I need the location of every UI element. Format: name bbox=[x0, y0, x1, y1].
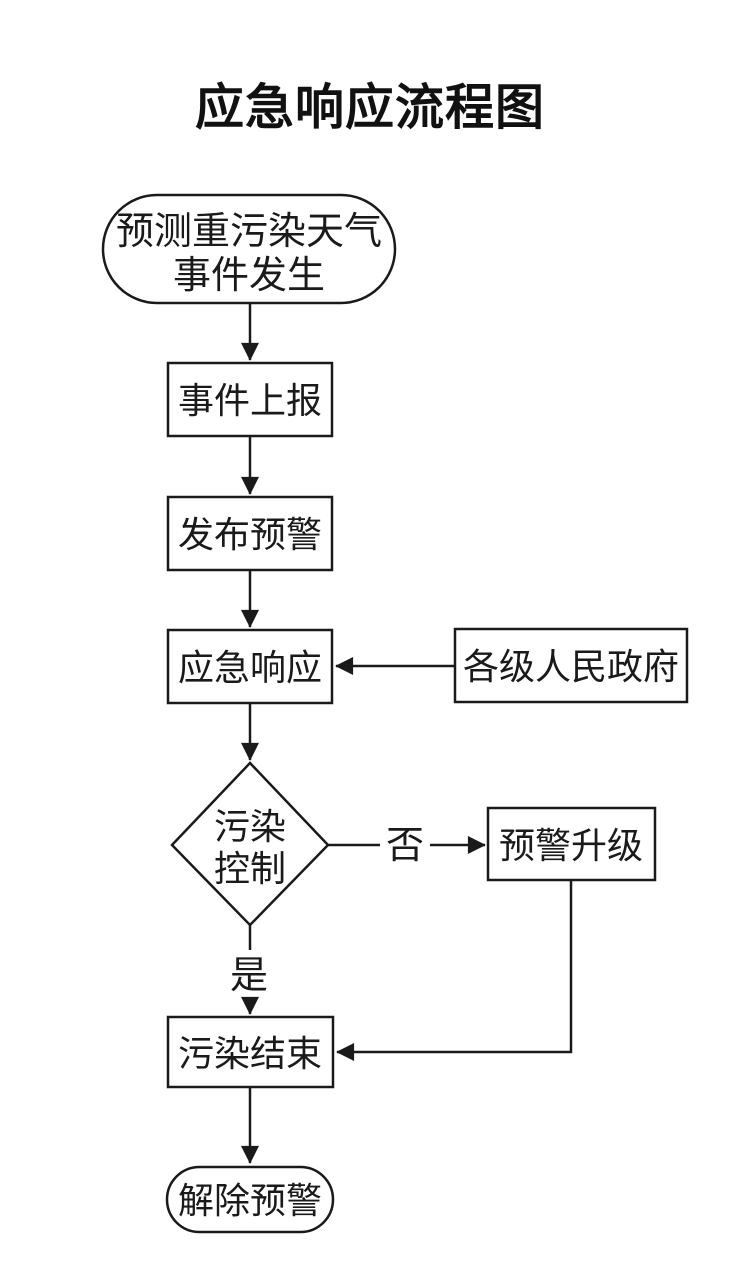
end-label: 解除预警 bbox=[178, 1181, 322, 1221]
emergency-response-label: 应急响应 bbox=[178, 648, 322, 688]
warning-upgrade-process-shape bbox=[486, 806, 657, 882]
emergency-response-process-shape bbox=[166, 628, 334, 705]
edge-label-yes: 是 bbox=[230, 955, 268, 997]
end-terminator-shape bbox=[165, 1165, 335, 1234]
pollution-end-process-shape bbox=[166, 1015, 335, 1089]
pollution-control-label-line2: 控制 bbox=[214, 849, 286, 889]
governments-label: 各级人民政府 bbox=[463, 647, 679, 687]
flow-edges bbox=[241, 303, 573, 1164]
node-issue-warning: 发布预警 bbox=[166, 495, 334, 572]
edge-upgrade-to-pollution-end bbox=[336, 881, 573, 1061]
node-emergency-response: 应急响应 bbox=[166, 628, 334, 705]
node-pollution-control: 污染 控制 bbox=[170, 761, 330, 927]
node-governments: 各级人民政府 bbox=[453, 627, 689, 704]
report-label: 事件上报 bbox=[178, 381, 322, 421]
pollution-control-decision-shape bbox=[170, 761, 330, 927]
diagram-title: 应急响应流程图 bbox=[195, 80, 545, 135]
edge-label-no: 否 bbox=[386, 825, 424, 867]
start-label-line2: 事件发生 bbox=[173, 255, 325, 297]
pollution-end-label: 污染结束 bbox=[178, 1034, 322, 1074]
node-pollution-end: 污染结束 bbox=[166, 1015, 335, 1089]
node-start: 预测重污染天气 事件发生 bbox=[101, 193, 397, 305]
governments-process-shape bbox=[453, 627, 689, 704]
start-label-line1: 预测重污染天气 bbox=[116, 211, 382, 253]
report-process-shape bbox=[166, 361, 334, 438]
start-terminator-shape bbox=[101, 193, 397, 305]
warning-upgrade-label: 预警升级 bbox=[499, 826, 643, 866]
issue-warning-process-shape bbox=[166, 495, 334, 572]
pollution-control-label-line1: 污染 bbox=[214, 807, 286, 847]
node-report: 事件上报 bbox=[166, 361, 334, 438]
node-warning-upgrade: 预警升级 bbox=[486, 806, 657, 882]
node-end: 解除预警 bbox=[165, 1165, 335, 1234]
issue-warning-label: 发布预警 bbox=[178, 515, 322, 555]
